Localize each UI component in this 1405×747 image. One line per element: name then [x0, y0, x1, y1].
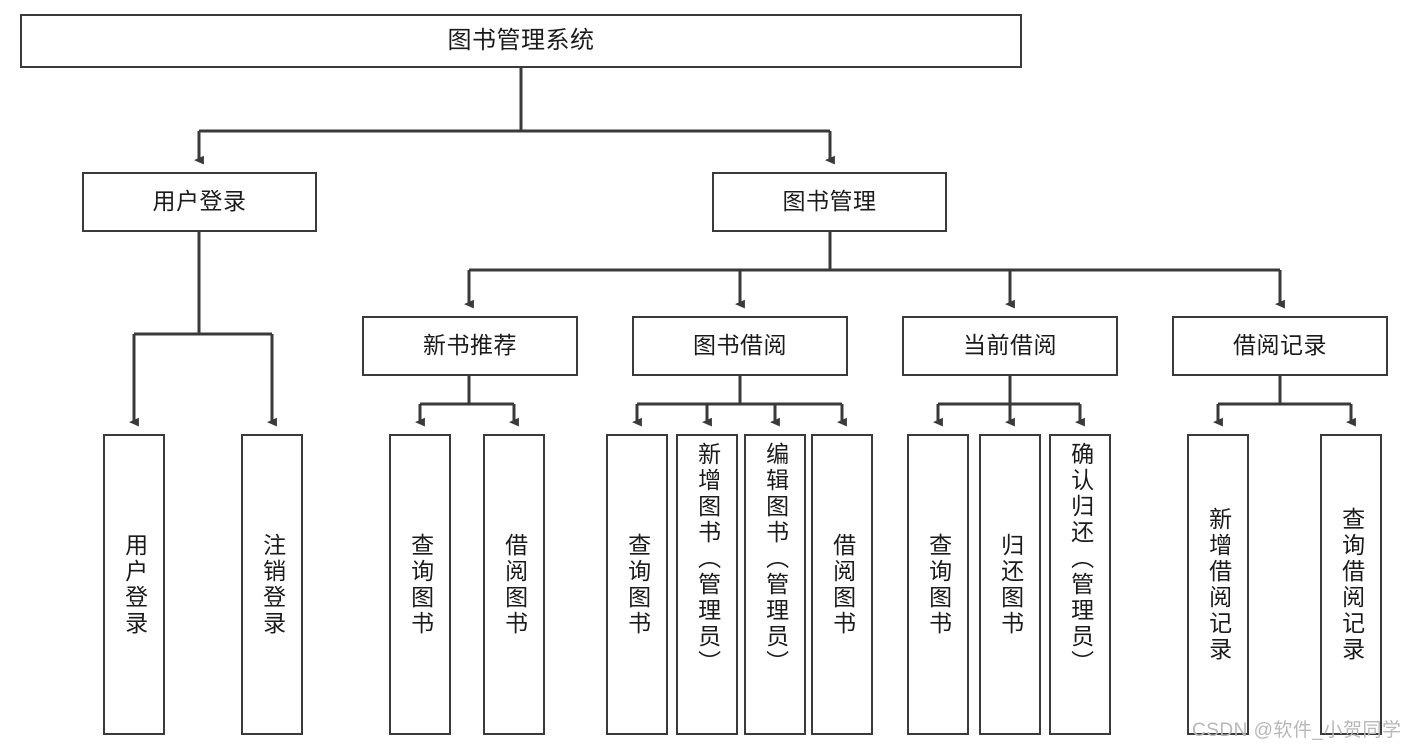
leaf-user-login-login-label: 用户登录: [121, 532, 148, 637]
leaf-book-borrow-edit-book[interactable]: 编辑图书（管理员）: [744, 434, 806, 735]
leaf-user-login-logout[interactable]: 注销登录: [241, 434, 303, 735]
leaf-current-borrow-query-book[interactable]: 查询图书: [907, 434, 969, 735]
leaf-new-book-query-book-label: 查询图书: [407, 532, 434, 637]
watermark-csdn: CSDN @软件_小贺同学: [1192, 720, 1402, 741]
node-new-book-recommend[interactable]: 新书推荐: [362, 316, 578, 376]
leaf-current-borrow-return-book-label: 归还图书: [997, 532, 1024, 637]
leaf-borrow-record-add-record[interactable]: 新增借阅记录: [1187, 434, 1249, 735]
node-borrow-record[interactable]: 借阅记录: [1172, 316, 1388, 376]
node-borrow-record-label: 借阅记录: [1233, 332, 1327, 359]
leaf-borrow-record-query-record-label: 查询借阅记录: [1338, 506, 1365, 663]
leaf-book-borrow-query-book-label: 查询图书: [624, 532, 651, 637]
leaf-book-borrow-borrow-book[interactable]: 借阅图书: [811, 434, 873, 735]
node-user-login-label: 用户登录: [152, 188, 247, 215]
leaf-current-borrow-query-book-label: 查询图书: [925, 532, 952, 637]
leaf-book-borrow-add-book[interactable]: 新增图书（管理员）: [676, 434, 738, 735]
node-root-system[interactable]: 图书管理系统: [20, 14, 1022, 68]
leaf-book-borrow-add-book-label: 新增图书（管理员）: [694, 442, 721, 676]
node-new-book-recommend-label: 新书推荐: [423, 332, 517, 359]
node-book-borrow-label: 图书借阅: [693, 332, 787, 359]
leaf-book-borrow-borrow-book-label: 借阅图书: [829, 532, 856, 637]
node-book-management-label: 图书管理: [782, 188, 877, 215]
leaf-user-login-login[interactable]: 用户登录: [103, 434, 165, 735]
leaf-borrow-record-query-record[interactable]: 查询借阅记录: [1320, 434, 1382, 735]
node-book-borrow[interactable]: 图书借阅: [632, 316, 848, 376]
node-root-system-label: 图书管理系统: [447, 26, 595, 54]
node-user-login[interactable]: 用户登录: [82, 172, 317, 232]
leaf-user-login-logout-label: 注销登录: [259, 532, 286, 637]
leaf-new-book-query-book[interactable]: 查询图书: [389, 434, 451, 735]
leaf-current-borrow-return-book[interactable]: 归还图书: [979, 434, 1041, 735]
leaf-book-borrow-edit-book-label: 编辑图书（管理员）: [762, 442, 789, 676]
leaf-new-book-borrow-book[interactable]: 借阅图书: [483, 434, 545, 735]
leaf-new-book-borrow-book-label: 借阅图书: [501, 532, 528, 637]
node-current-borrow-label: 当前借阅: [963, 332, 1057, 359]
leaf-borrow-record-add-record-label: 新增借阅记录: [1205, 506, 1232, 663]
node-current-borrow[interactable]: 当前借阅: [902, 316, 1118, 376]
leaf-current-borrow-confirm-return-label: 确认归还（管理员）: [1067, 442, 1094, 676]
leaf-book-borrow-query-book[interactable]: 查询图书: [606, 434, 668, 735]
leaf-current-borrow-confirm-return[interactable]: 确认归还（管理员）: [1049, 434, 1111, 735]
node-book-management[interactable]: 图书管理: [712, 172, 947, 232]
